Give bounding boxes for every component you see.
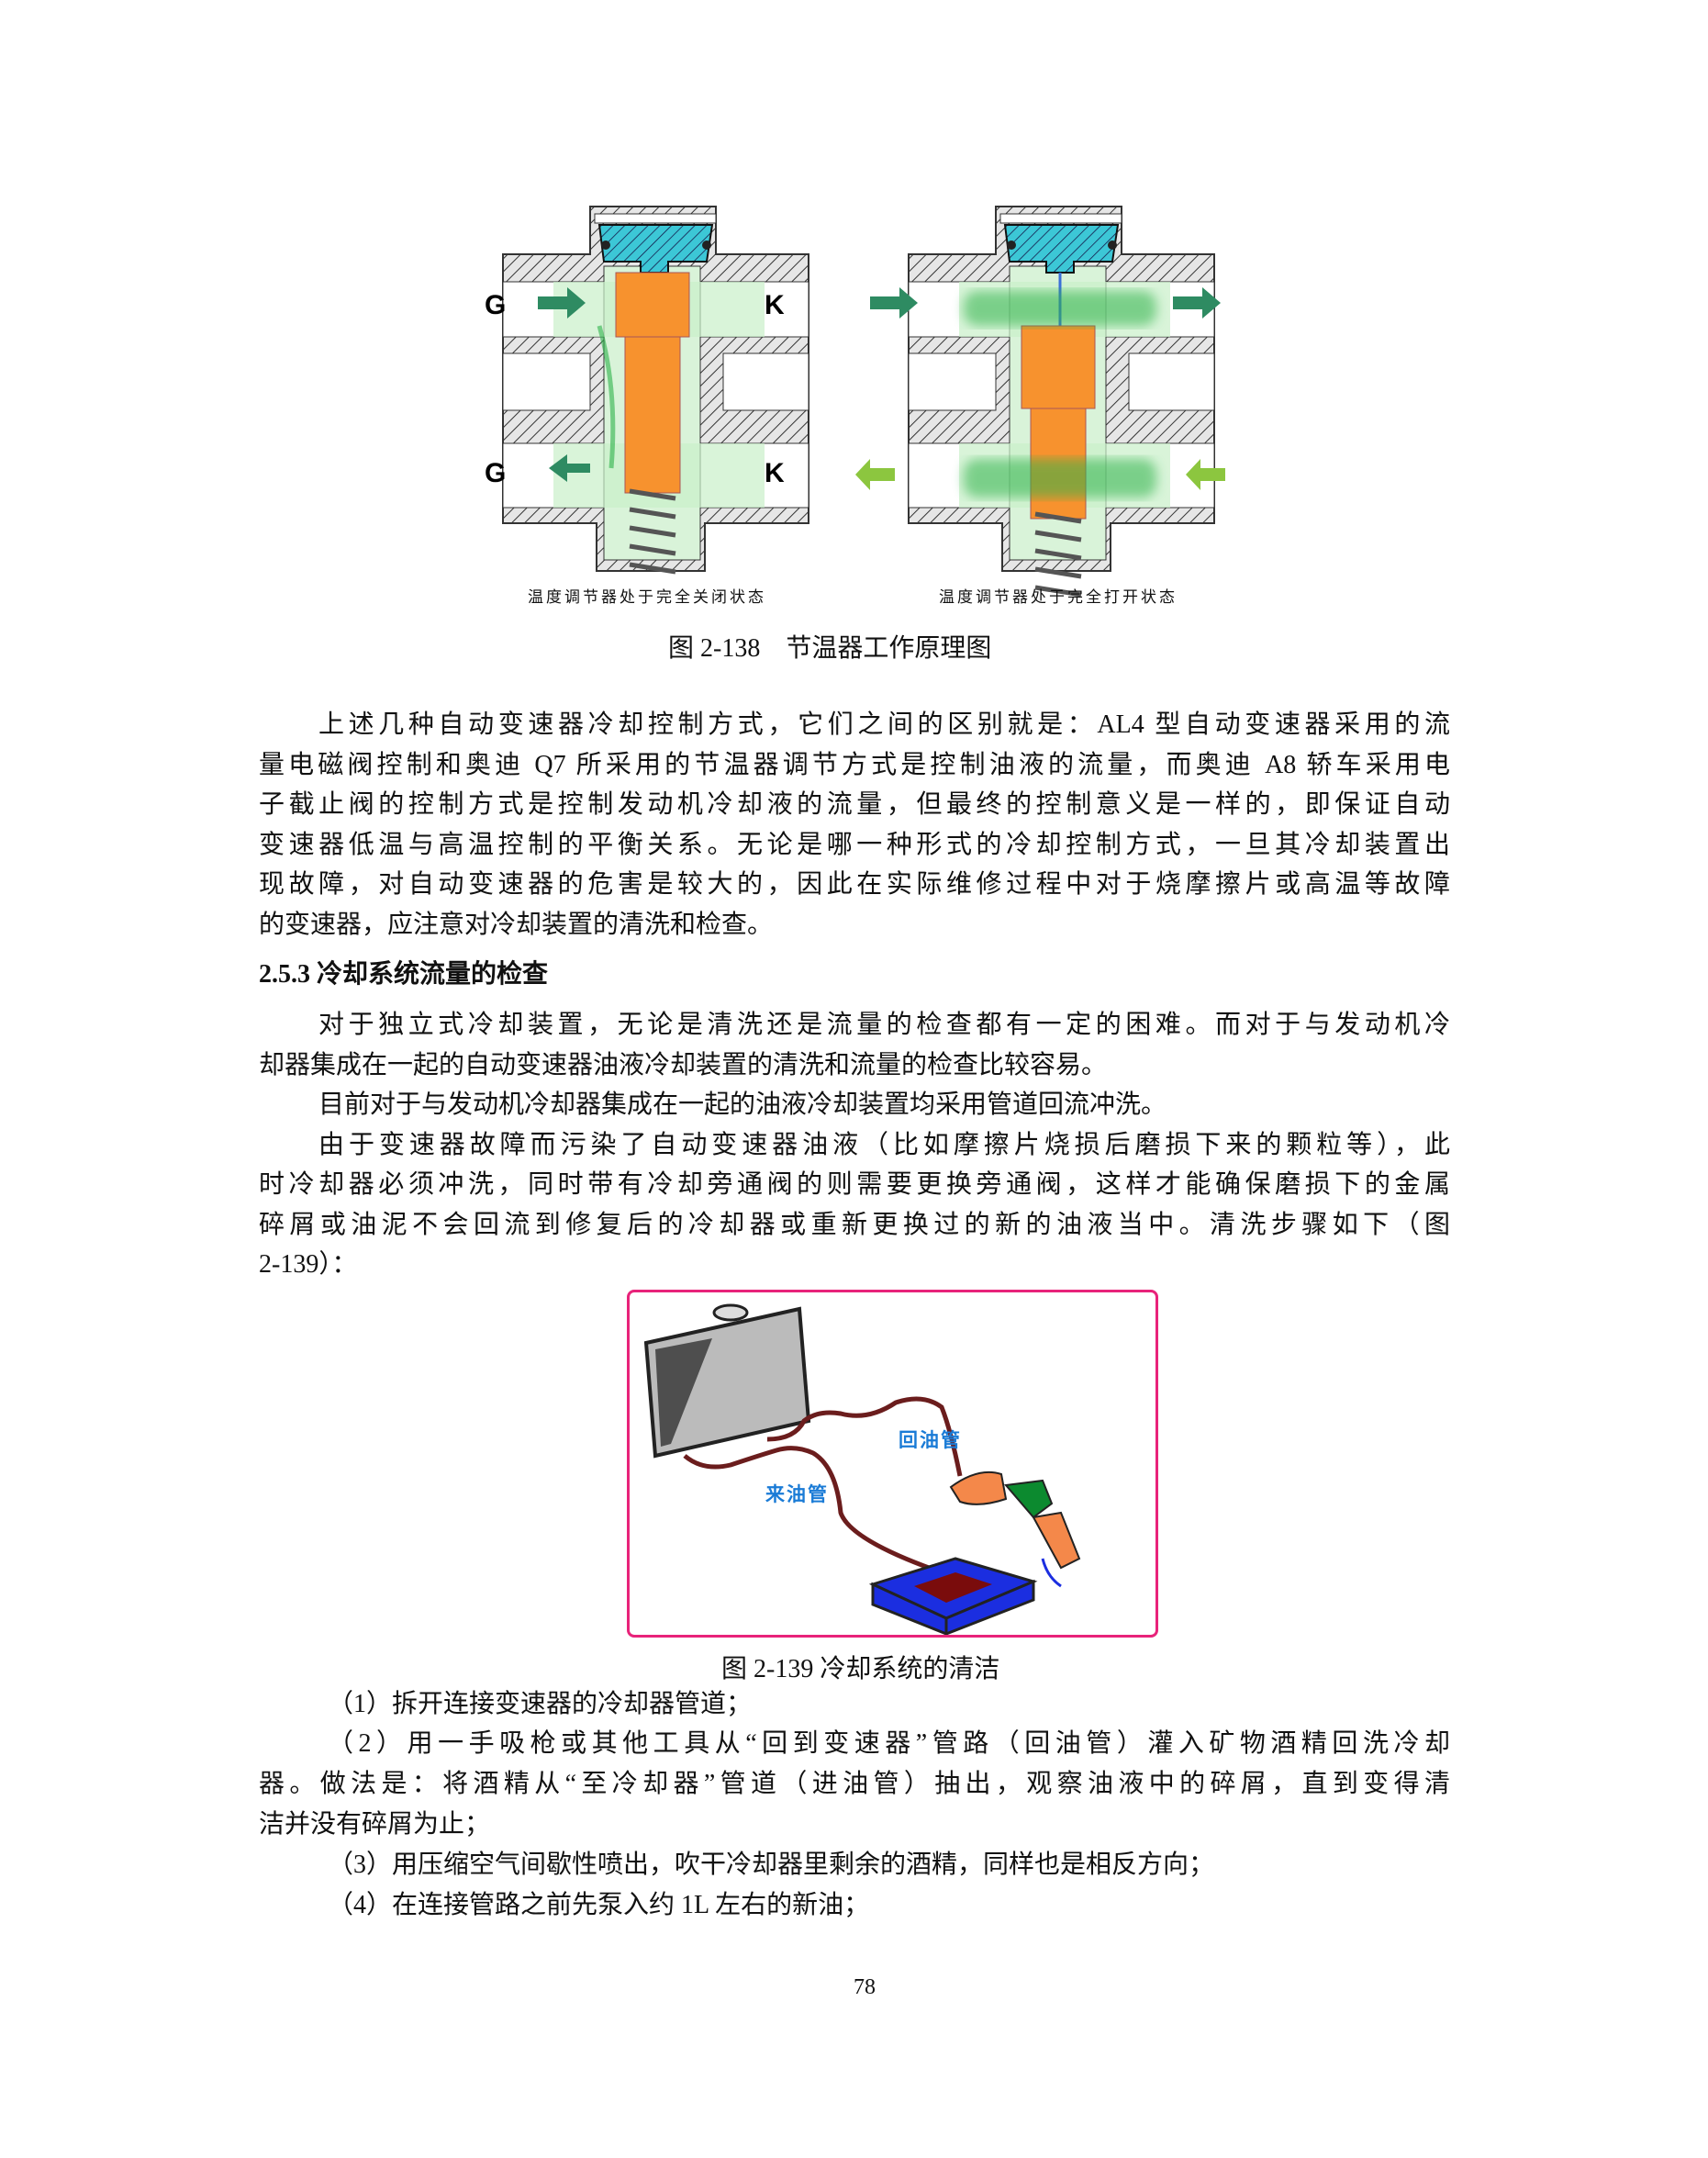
flow-arrow-icon (1186, 459, 1225, 490)
port-label-k: K (765, 458, 785, 488)
return-pipe-label: 回油管 (899, 1430, 962, 1451)
body-text: 对于独立式冷却装置，无论是清洗还是流量的检查都有一定的困难。而对于与发动机冷 (318, 1011, 1450, 1039)
figure-caption: 图 2-139 冷却系统的清洁 (721, 1655, 1000, 1683)
body-text: 2-139）： (259, 1250, 358, 1279)
valve-open (855, 206, 1225, 595)
port-label-g: G (485, 290, 506, 320)
body-text: 目前对于与发动机冷却器集成在一起的油液冷却装置均采用管道回流冲洗。 (318, 1090, 1167, 1119)
body-text: 碎屑或油泥不会回流到修复后的冷却器或重新更换过的新的油液当中。清洗步骤如下（图 (259, 1211, 1450, 1239)
body-text: 却器集成在一起的自动变速器油液冷却装置的清洗和流量的检查比较容易。 (259, 1051, 1108, 1079)
cooler-cleaning-figure: 回油管 来油管 (627, 1290, 1158, 1638)
body-text: 的变速器，应注意对冷却装置的清洗和检查。 (259, 911, 774, 939)
diagram-caption-open: 温度调节器处于完全打开状态 (939, 588, 1178, 606)
body-text: 子截止阀的控制方式是控制发动机冷却液的流量，但最终的控制意义是一样的，即保证自动 (259, 790, 1450, 819)
flow-arrow-icon (870, 287, 918, 319)
port-label-k: K (765, 290, 785, 320)
supply-pipe-label: 来油管 (765, 1484, 829, 1505)
port-label-g: G (485, 458, 506, 488)
radiator-icon (643, 1303, 811, 1459)
step-item: （1）拆开连接变速器的冷却器管道； (328, 1690, 753, 1718)
body-text: 现故障，对自动变速器的危害是较大的，因此在实际维修过程中对于烧摩擦片或高温等故障 (259, 870, 1450, 899)
flow-arrow-icon (855, 459, 895, 490)
body-text: 由于变速器故障而污染了自动变速器油液（比如摩擦片烧损后磨损下来的颗粒等），此 (318, 1131, 1450, 1159)
box-tray-icon (868, 1557, 1038, 1637)
body-text: 量电磁阀控制和奥迪 Q7 所采用的节温器调节方式是控制油液的流量，而奥迪 A8 … (259, 751, 1450, 779)
body-text: 变速器低温与高温控制的平衡关系。无论是哪一种形式的冷却控制方式，一旦其冷却装置出 (259, 831, 1450, 859)
step-item: （2）用一手吸枪或其他工具从“回到变速器”管路（回油管）灌入矿物酒精回洗冷却 (328, 1729, 1450, 1758)
valve-closed (502, 206, 809, 572)
flow-arrow-icon (549, 454, 590, 482)
diagram-caption-closed: 温度调节器处于完全关闭状态 (528, 588, 766, 606)
section-heading: 2.5.3 冷却系统流量的检查 (259, 960, 549, 989)
suction-gun-icon (949, 1470, 1081, 1588)
cooler-cleaning-illustration (643, 1303, 1081, 1637)
step-item: 洁并没有碎屑为止； (259, 1810, 491, 1839)
body-text: 上述几种自动变速器冷却控制方式，它们之间的区别就是：AL4 型自动变速器采用的流 (318, 710, 1450, 739)
step-item: （3）用压缩空气间歇性喷出，吹干冷却器里剩余的酒精，同样也是相反方向； (328, 1851, 1215, 1879)
figure-caption: 图 2-138 节温器工作原理图 (668, 634, 992, 663)
page-number: 78 (854, 1975, 876, 1999)
step-item: （4）在连接管路之前先泵入约 1L 左右的新油； (328, 1891, 870, 1919)
flow-arrow-icon (538, 287, 586, 319)
flow-arrow-icon (1173, 287, 1221, 319)
body-text: 时冷却器必须冲洗，同时带有冷却旁通阀的则需要更换旁通阀，这样才能确保磨损下的金属 (259, 1170, 1450, 1199)
thermostat-diagram: G G K K (485, 206, 1225, 615)
step-item: 器。做法是：将酒精从“至冷却器”管道（进油管）抽出，观察油液中的碎屑，直到变得清 (259, 1770, 1450, 1798)
